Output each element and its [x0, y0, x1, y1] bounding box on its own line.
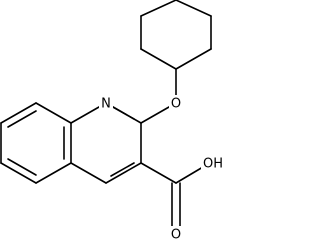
- bond-c6-c5: [0, 162, 37, 184]
- bond-cyclohexane-6: [140, 48, 177, 70]
- bond-c5-c4a: [35, 162, 72, 184]
- bond-cyclohexane-4: [140, 0, 177, 17]
- bond-c4-c3: [105, 162, 142, 184]
- hydroxyl-label: OH: [203, 157, 223, 172]
- bond-carboxyl-oh: [175, 166, 204, 184]
- bond-cyclohexane-1: [175, 48, 212, 70]
- ether-oxygen-label: O: [171, 97, 181, 112]
- bond-c4-c3-inner: [110, 162, 135, 177]
- atom-labels: N O OH O: [99, 95, 227, 244]
- bond-c6-c5-inner: [7, 158, 37, 176]
- bond-c4a-c4: [70, 162, 107, 184]
- bond-c8a-c8: [35, 102, 72, 124]
- hydroxyl-label-bg: [201, 155, 227, 173]
- ether-oxygen-label-bg: [169, 95, 183, 111]
- bond-c8-c7-inner: [7, 110, 37, 128]
- carbonyl-oxygen-label-bg: [169, 226, 183, 244]
- bonds: [0, 0, 212, 227]
- bond-c3-carboxyl: [140, 162, 177, 184]
- bond-cyclohexane-3: [175, 0, 212, 17]
- bond-c8-c7: [0, 102, 37, 124]
- n1-label: N: [101, 97, 111, 112]
- chemical-structure: N O OH O: [0, 0, 227, 244]
- n1-label-bg: [99, 95, 113, 111]
- carbonyl-oxygen-label: O: [171, 228, 181, 243]
